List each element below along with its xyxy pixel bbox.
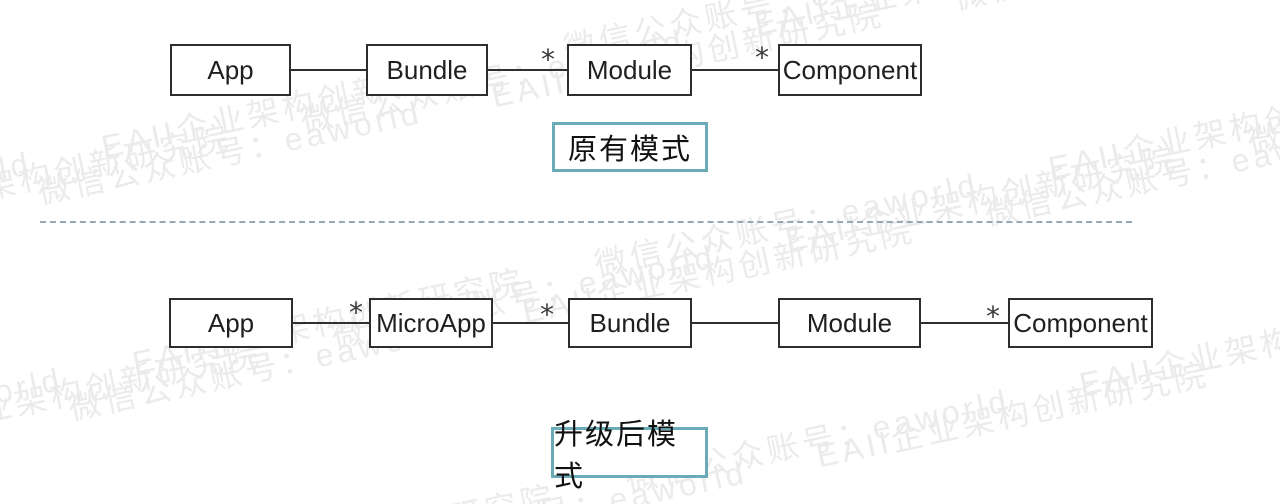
top-multiplicity-component: * xyxy=(755,41,769,74)
bottom-edge-app-microapp xyxy=(293,322,369,324)
top-edge-bundle-module xyxy=(488,69,567,71)
bottom-node-bundle: Bundle xyxy=(568,298,692,348)
top-node-component: Component xyxy=(778,44,922,96)
bottom-multiplicity-bundle: * xyxy=(540,298,554,331)
top-edge-module-component xyxy=(692,69,778,71)
bottom-node-app: App xyxy=(169,298,293,348)
top-node-bundle: Bundle xyxy=(366,44,488,96)
bottom-node-module: Module xyxy=(778,298,921,348)
top-node-module: Module xyxy=(567,44,692,96)
section-divider-dashed-line xyxy=(40,221,1132,223)
bottom-multiplicity-component: * xyxy=(986,300,1000,333)
bottom-edge-microapp-bundle xyxy=(493,322,568,324)
bottom-node-component: Component xyxy=(1008,298,1153,348)
top-mode-label: 原有模式 xyxy=(552,122,708,172)
bottom-multiplicity-microapp: * xyxy=(349,296,363,329)
top-multiplicity-module: * xyxy=(541,43,555,76)
bottom-node-microapp: MicroApp xyxy=(369,298,493,348)
bottom-mode-label: 升级后模式 xyxy=(551,419,708,493)
top-node-app: App xyxy=(170,44,291,96)
top-edge-app-bundle xyxy=(291,69,366,71)
bottom-edge-bundle-module xyxy=(692,322,778,324)
bottom-edge-module-component xyxy=(921,322,1008,324)
